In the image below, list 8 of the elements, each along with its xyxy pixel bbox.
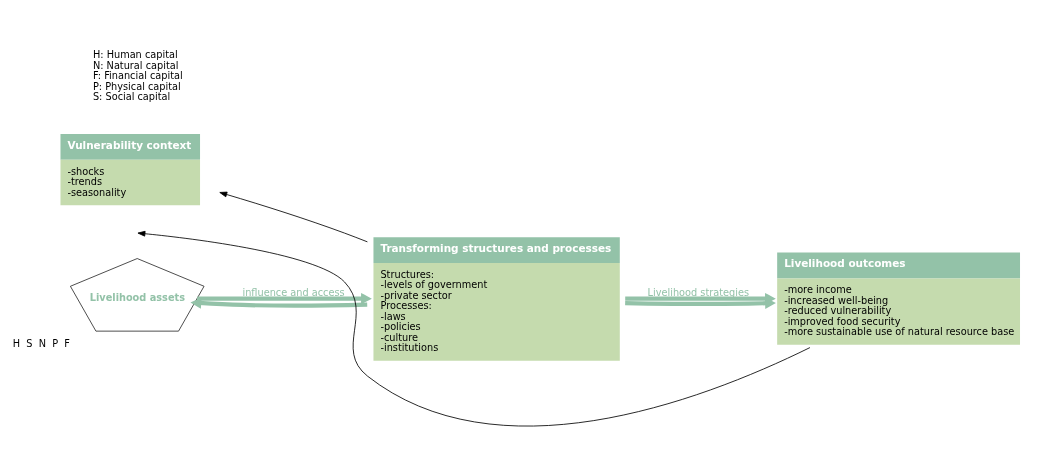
label: P: Physical capital	[92, 80, 181, 92]
label: F: Financial capital	[92, 70, 183, 82]
edge-label: Livelihood strategies	[647, 287, 749, 299]
label: H: Human capital	[92, 49, 178, 61]
label: N: Natural capital	[92, 59, 178, 71]
label: S: Social capital	[92, 91, 170, 103]
node-label: H S N P F	[12, 337, 70, 349]
edge-label: influence and access	[241, 287, 345, 299]
